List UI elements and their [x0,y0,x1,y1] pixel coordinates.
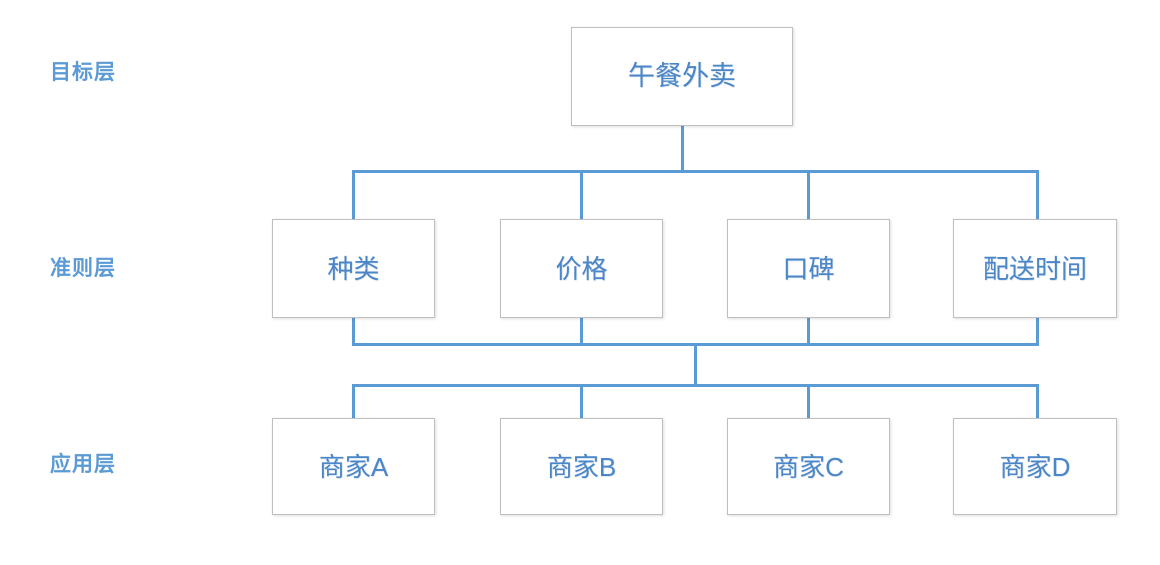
connector-rise-criteria-4 [1036,317,1039,346]
connector-drop-criteria-3 [807,170,810,220]
node-goal-label: 午餐外卖 [628,61,736,91]
node-criteria-4-label: 配送时间 [982,253,1087,284]
connector-drop-criteria-2 [580,170,583,220]
node-criteria-3[interactable]: 口碑 [727,219,890,318]
connector-criteria-bus [352,170,1039,173]
connector-rise-criteria-2 [580,317,583,346]
node-criteria-2-label: 价格 [555,253,608,284]
layer-label-alternative: 应用层 [50,453,116,476]
node-alternative-3[interactable]: 商家C [727,418,890,515]
node-alternative-2-label: 商家B [546,451,617,482]
connector-drop-criteria-4 [1036,170,1039,220]
node-alternative-4-label: 商家D [999,451,1071,482]
connector-mid-stem [694,343,697,387]
connector-drop-alternative-4 [1036,384,1039,419]
node-alternative-3-label: 商家C [773,451,844,482]
node-criteria-1[interactable]: 种类 [272,219,435,318]
node-alternative-2[interactable]: 商家B [500,418,663,515]
connector-drop-criteria-1 [352,170,355,220]
connector-alternative-bus [352,384,1039,387]
connector-drop-alternative-3 [807,384,810,419]
node-criteria-3-label: 口碑 [782,253,835,284]
node-goal[interactable]: 午餐外卖 [571,27,793,126]
node-criteria-4[interactable]: 配送时间 [953,219,1117,318]
node-criteria-1-label: 种类 [327,253,380,284]
connector-drop-alternative-2 [580,384,583,419]
node-alternative-4[interactable]: 商家D [953,418,1117,515]
connector-goal-stem [681,126,684,172]
layer-label-goal: 目标层 [50,61,116,84]
connector-rise-criteria-3 [807,317,810,346]
connector-rise-criteria-1 [352,317,355,346]
connector-drop-alternative-1 [352,384,355,419]
layer-label-criteria: 准则层 [50,257,116,280]
node-alternative-1[interactable]: 商家A [272,418,435,515]
node-alternative-1-label: 商家A [318,451,389,482]
node-criteria-2[interactable]: 价格 [500,219,663,318]
